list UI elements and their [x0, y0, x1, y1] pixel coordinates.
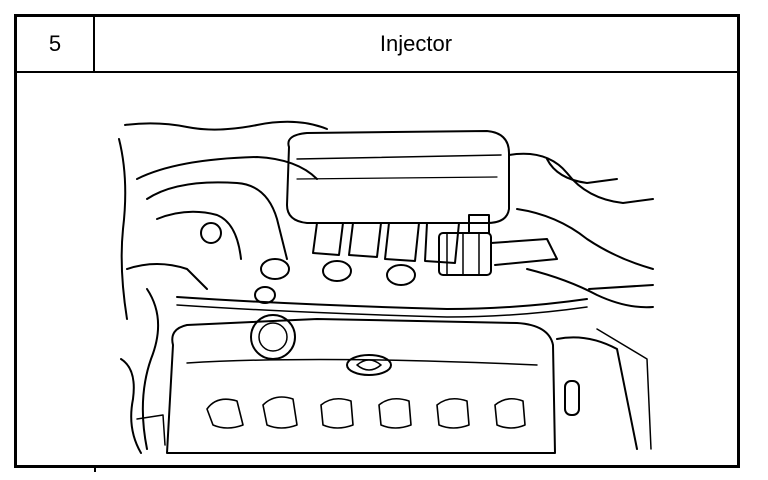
engine-cover — [166, 318, 556, 454]
scan-artifact — [94, 468, 96, 472]
procedure-step-table: 5 Injector — [14, 14, 740, 468]
step-number: 5 — [17, 17, 95, 71]
intake-plenum — [286, 130, 510, 224]
engine-bay-illustration — [117, 119, 657, 463]
step-header-row: 5 Injector — [17, 17, 737, 73]
injector-body — [438, 232, 492, 276]
oil-filler-cap — [250, 314, 296, 360]
step-title: Injector — [379, 31, 453, 56]
